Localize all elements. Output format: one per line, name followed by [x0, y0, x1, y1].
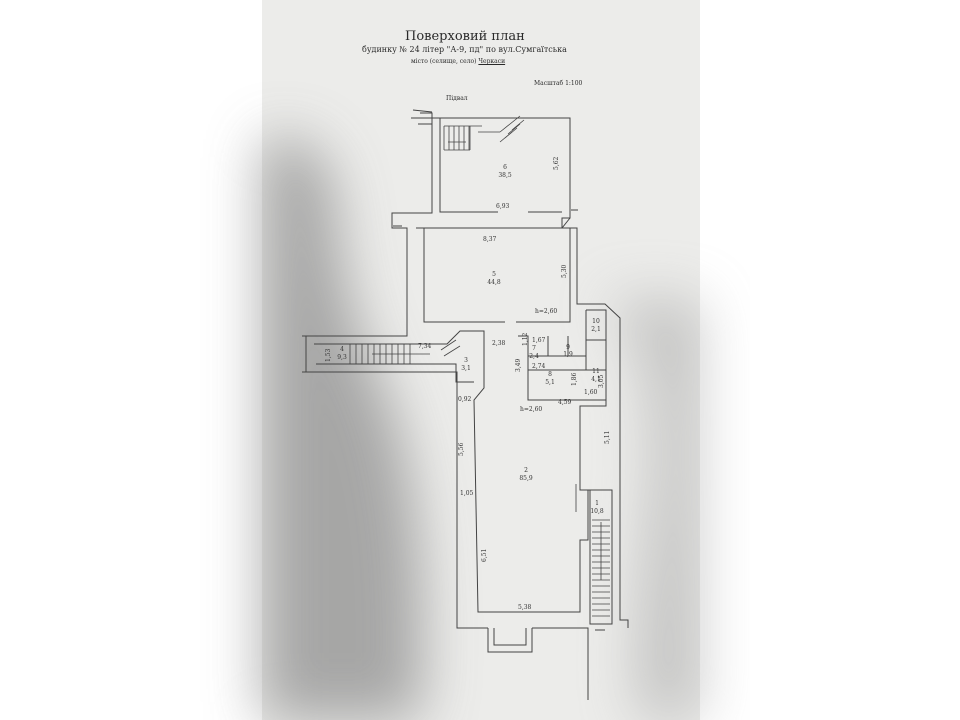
- dim-4-59: 4,59: [558, 399, 572, 406]
- dim-h-top: h=2,60: [535, 308, 557, 315]
- dim-5-30: 5,30: [561, 264, 568, 278]
- room-1-area: 10,8: [590, 508, 604, 515]
- dim-6-93: 6,93: [496, 203, 510, 210]
- room-8-area: 5,1: [545, 379, 555, 386]
- dim-8-37: 8,37: [483, 236, 497, 243]
- place-name: Черкаси: [478, 58, 506, 65]
- plan-subtitle: будинку № 24 літер "А-9, пд" по вул.Сумг…: [362, 45, 567, 54]
- room-10-area: 2,1: [591, 326, 601, 333]
- room-4-area: 9,3: [337, 354, 347, 361]
- room-7-area: 2,4: [529, 353, 539, 360]
- wall-hatches: [393, 109, 578, 227]
- wall-ends: [302, 335, 306, 373]
- room-5-area: 44,8: [487, 279, 501, 286]
- dim-5-11: 5,11: [604, 431, 611, 444]
- dim-2-74: 2,74: [532, 363, 546, 370]
- stair-4: [349, 339, 461, 364]
- room-3-number: 3: [464, 357, 468, 364]
- room-7-number: 7: [532, 345, 536, 352]
- room-9-number: 9: [566, 344, 570, 351]
- stair-6: [443, 115, 525, 151]
- room-6-area: 38,5: [498, 172, 512, 179]
- room-11-number: 11: [592, 368, 600, 375]
- dim-1-67: 1,67: [532, 337, 546, 344]
- plan-level: Підвал: [446, 95, 468, 102]
- wall-6-5: [416, 118, 571, 229]
- outer-wall-left: [305, 112, 488, 629]
- dim-7-34: 7,34: [418, 343, 432, 350]
- room-2-number: 2: [524, 467, 528, 474]
- room-2-area: 85,9: [519, 475, 533, 482]
- room-1-number: 1: [595, 500, 599, 507]
- plan-scale: Масштаб 1:100: [534, 80, 583, 87]
- room-9-area: 1,9: [563, 351, 573, 358]
- dim-3-05: 3,05: [598, 374, 605, 388]
- dim-6-51: 6,51: [481, 549, 488, 562]
- wall-2: [314, 330, 607, 613]
- entrance-pit: [487, 627, 589, 700]
- place-prefix: місто (селище, село): [411, 58, 477, 65]
- dim-5-38: 5,38: [518, 604, 532, 611]
- plan-title: Поверховий план: [405, 29, 525, 44]
- room-3-area: 3,1: [461, 365, 471, 372]
- dim-1-53: 1,53: [325, 348, 332, 362]
- dim-h-mid: h=2,60: [520, 406, 542, 413]
- room-11-area: 4,1: [591, 376, 601, 383]
- room-5-number: 5: [492, 271, 496, 278]
- room-6-number: 6: [503, 164, 507, 171]
- dim-1-86: 1,86: [571, 372, 578, 386]
- room-4-number: 4: [340, 346, 344, 353]
- dim-0-92: 0,92: [458, 396, 472, 403]
- wall-4: [316, 363, 474, 383]
- stair-1: [575, 484, 610, 617]
- wall-1: [588, 489, 613, 631]
- service-rooms: [518, 309, 607, 401]
- dim-3-49: 3,49: [515, 358, 522, 372]
- plan-place: місто (селище, село) Черкаси: [411, 58, 505, 65]
- dim-2-38: 2,38: [492, 340, 506, 347]
- wall-5: [423, 228, 571, 323]
- dim-1-12: 1,12: [522, 332, 529, 346]
- dim-5-56: 5,56: [458, 442, 465, 456]
- dim-1-60: 1,60: [584, 389, 598, 396]
- room-10-number: 10: [592, 318, 600, 325]
- room-8-number: 8: [548, 371, 552, 378]
- dim-5-62: 5,62: [553, 156, 560, 170]
- dim-1-05: 1,05: [460, 490, 474, 497]
